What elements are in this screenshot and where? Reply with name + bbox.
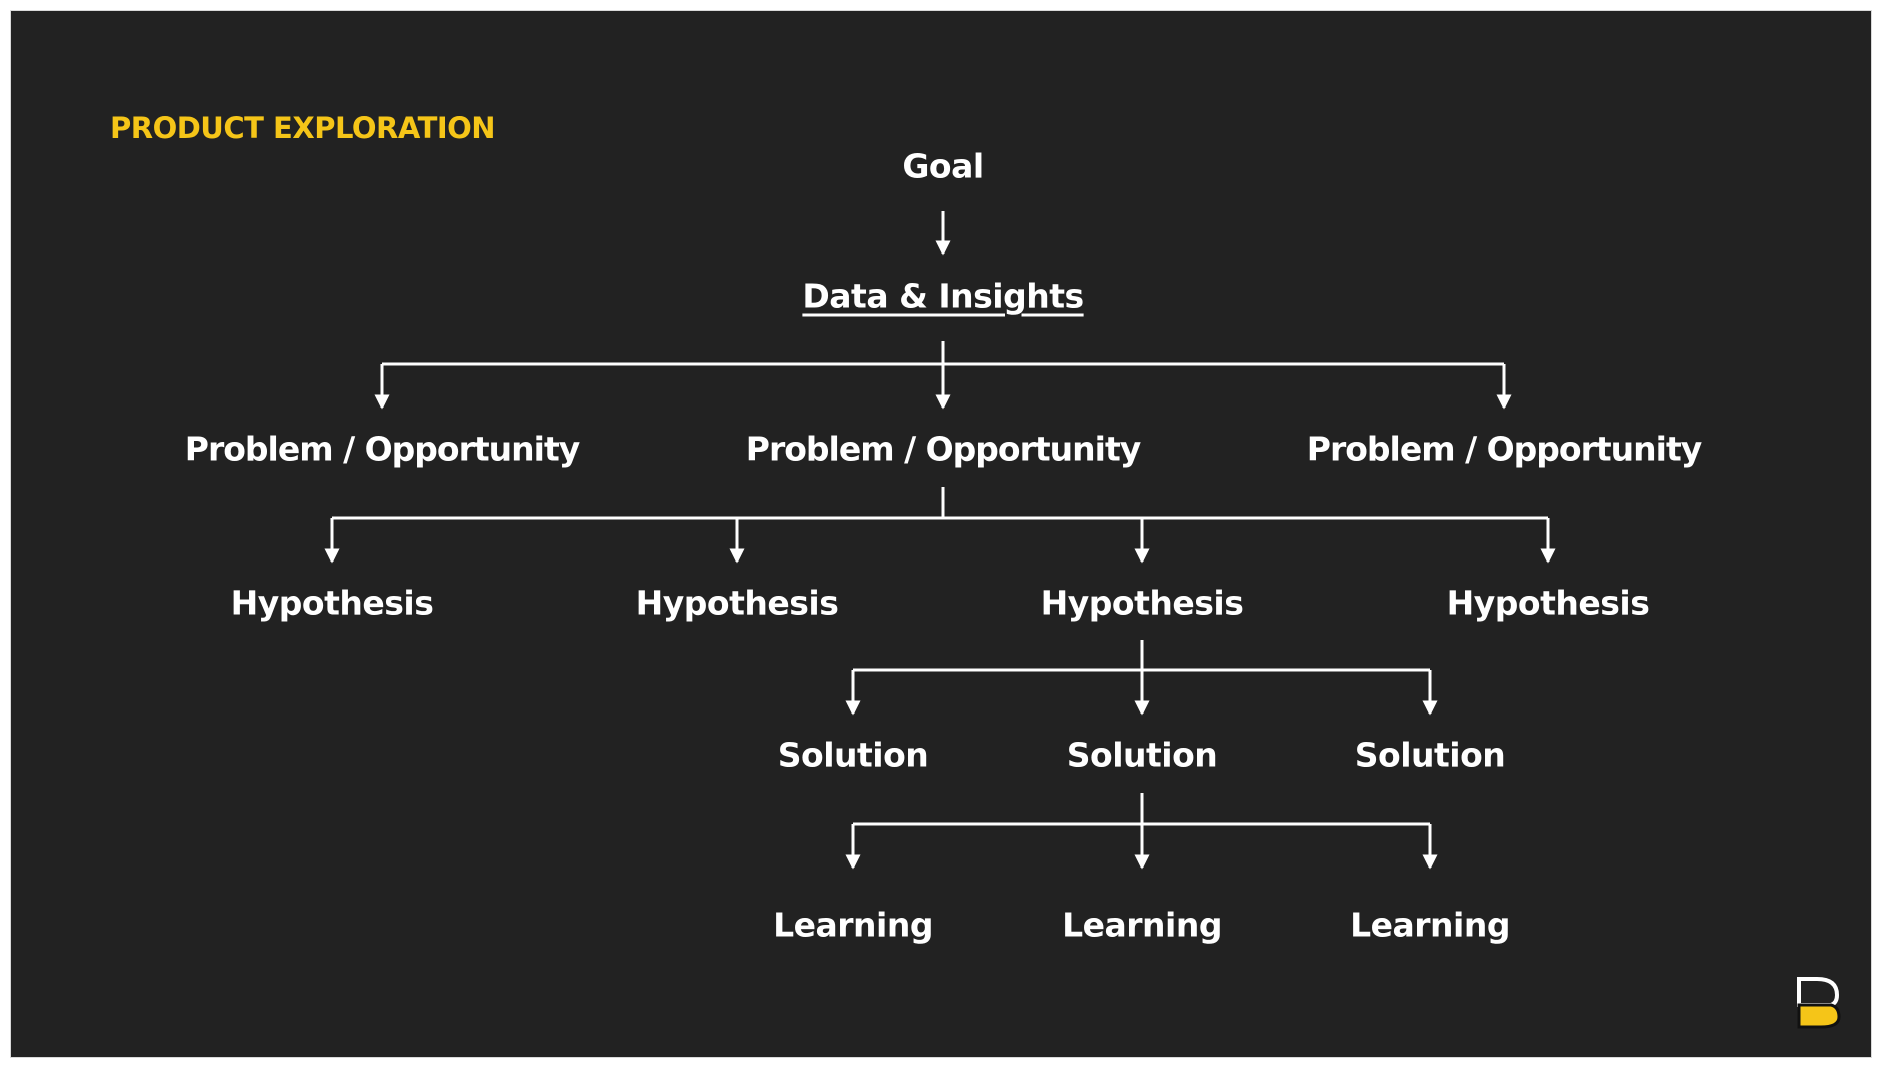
learning-node: Learning [773, 905, 933, 945]
slide-title: PRODUCT EXPLORATION [110, 111, 496, 145]
brand-logo-icon [1797, 977, 1841, 1029]
problem-opportunity-node: Problem / Opportunity [184, 429, 580, 469]
goal-node: Goal [902, 146, 984, 186]
connector-lines [324, 211, 1556, 870]
slide-canvas: PRODUCT EXPLORATION [10, 10, 1872, 1058]
hypothesis-node: Hypothesis [230, 583, 434, 623]
data-insights-node: Data & Insights [802, 276, 1084, 316]
learning-node: Learning [1062, 905, 1222, 945]
solution-node: Solution [1354, 735, 1506, 775]
learning-node: Learning [1350, 905, 1510, 945]
solution-node: Solution [777, 735, 929, 775]
solution-node: Solution [1066, 735, 1218, 775]
problem-opportunity-node: Problem / Opportunity [745, 429, 1141, 469]
hypothesis-node: Hypothesis [1446, 583, 1650, 623]
hypothesis-node: Hypothesis [635, 583, 839, 623]
problem-opportunity-node: Problem / Opportunity [1306, 429, 1702, 469]
hypothesis-node: Hypothesis [1040, 583, 1244, 623]
